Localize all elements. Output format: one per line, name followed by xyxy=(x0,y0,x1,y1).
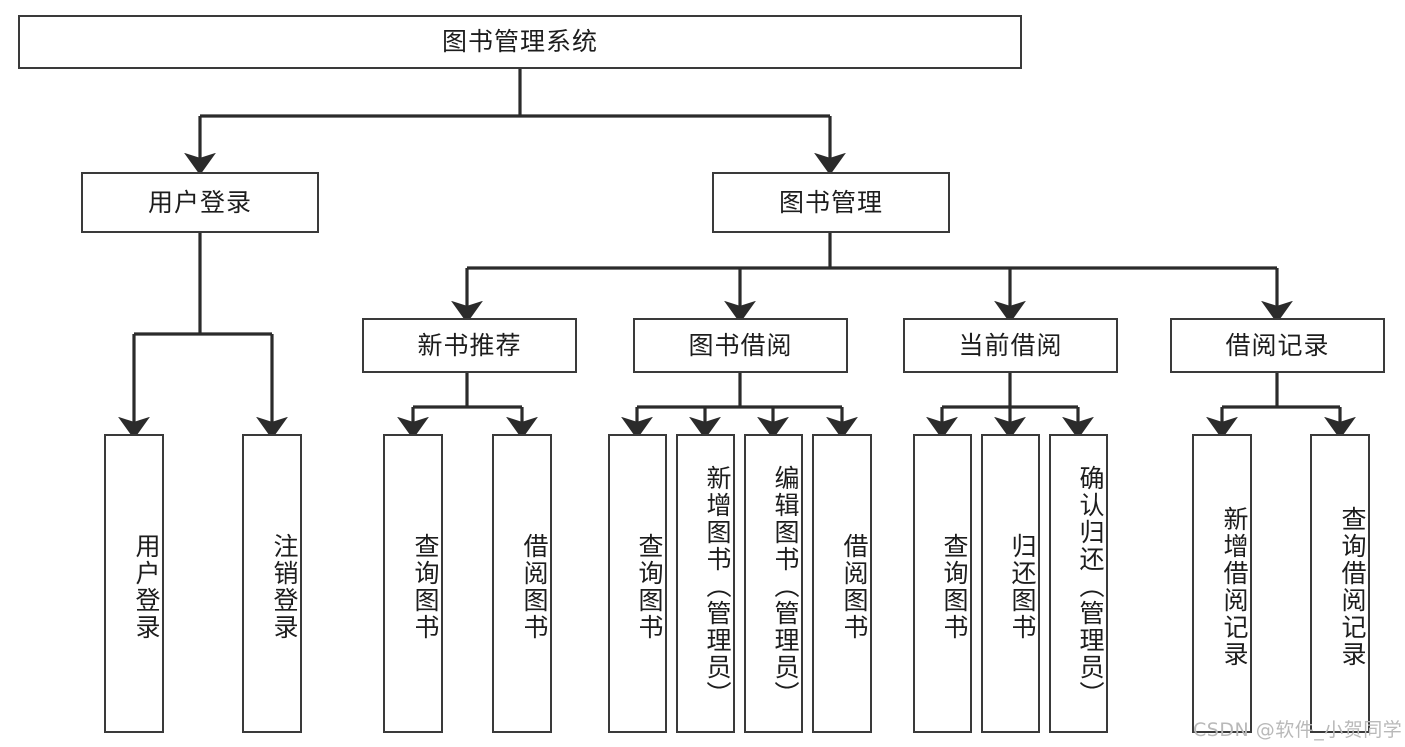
node-label: 图书借阅 xyxy=(688,330,793,360)
node-leaf-query-book-current[interactable]: 查询图书 xyxy=(913,434,972,733)
node-label: 查询图书 xyxy=(940,532,969,641)
node-label: 归还图书 xyxy=(1008,532,1037,641)
node-leaf-edit-book-admin[interactable]: 编辑图书（管理员） xyxy=(744,434,803,733)
node-book-borrow[interactable]: 图书借阅 xyxy=(633,318,848,373)
node-borrow-record[interactable]: 借阅记录 xyxy=(1170,318,1385,373)
node-leaf-return-book[interactable]: 归还图书 xyxy=(981,434,1040,733)
node-new-book-recommend[interactable]: 新书推荐 xyxy=(362,318,577,373)
node-label: 注销登录 xyxy=(270,532,299,641)
node-label: 借阅图书 xyxy=(840,532,869,641)
node-user-login[interactable]: 用户登录 xyxy=(81,172,319,233)
node-leaf-query-borrow-record[interactable]: 查询借阅记录 xyxy=(1310,434,1370,733)
node-book-management[interactable]: 图书管理 xyxy=(712,172,950,233)
node-label: 用户登录 xyxy=(132,532,161,641)
node-leaf-user-logout[interactable]: 注销登录 xyxy=(242,434,302,733)
node-leaf-query-book-borrow[interactable]: 查询图书 xyxy=(608,434,667,733)
node-label: 查询借阅记录 xyxy=(1338,505,1367,668)
node-label: 图书管理 xyxy=(778,187,883,217)
csdn-watermark: CSDN @软件_小贺同学 xyxy=(1193,719,1403,741)
node-label: 图书管理系统 xyxy=(441,27,598,57)
node-label: 编辑图书（管理员） xyxy=(771,465,800,708)
node-label: 查询图书 xyxy=(635,532,664,641)
node-label: 借阅图书 xyxy=(520,532,549,641)
node-label: 借阅记录 xyxy=(1225,330,1330,360)
node-current-borrow[interactable]: 当前借阅 xyxy=(903,318,1118,373)
node-root-book-management-system[interactable]: 图书管理系统 xyxy=(18,15,1022,69)
node-label: 新书推荐 xyxy=(417,330,522,360)
node-leaf-borrow-book-recommend[interactable]: 借阅图书 xyxy=(492,434,552,733)
node-label: 新增图书（管理员） xyxy=(703,465,732,708)
node-leaf-add-book-admin[interactable]: 新增图书（管理员） xyxy=(676,434,735,733)
node-label: 当前借阅 xyxy=(958,330,1063,360)
node-leaf-user-login[interactable]: 用户登录 xyxy=(104,434,164,733)
node-label: 用户登录 xyxy=(147,187,252,217)
node-leaf-confirm-return-admin[interactable]: 确认归还（管理员） xyxy=(1049,434,1108,733)
node-label: 新增借阅记录 xyxy=(1220,505,1249,668)
node-label: 确认归还（管理员） xyxy=(1076,465,1105,708)
node-leaf-query-book-recommend[interactable]: 查询图书 xyxy=(383,434,443,733)
node-leaf-borrow-book[interactable]: 借阅图书 xyxy=(812,434,872,733)
node-label: 查询图书 xyxy=(411,532,440,641)
node-leaf-add-borrow-record[interactable]: 新增借阅记录 xyxy=(1192,434,1252,733)
